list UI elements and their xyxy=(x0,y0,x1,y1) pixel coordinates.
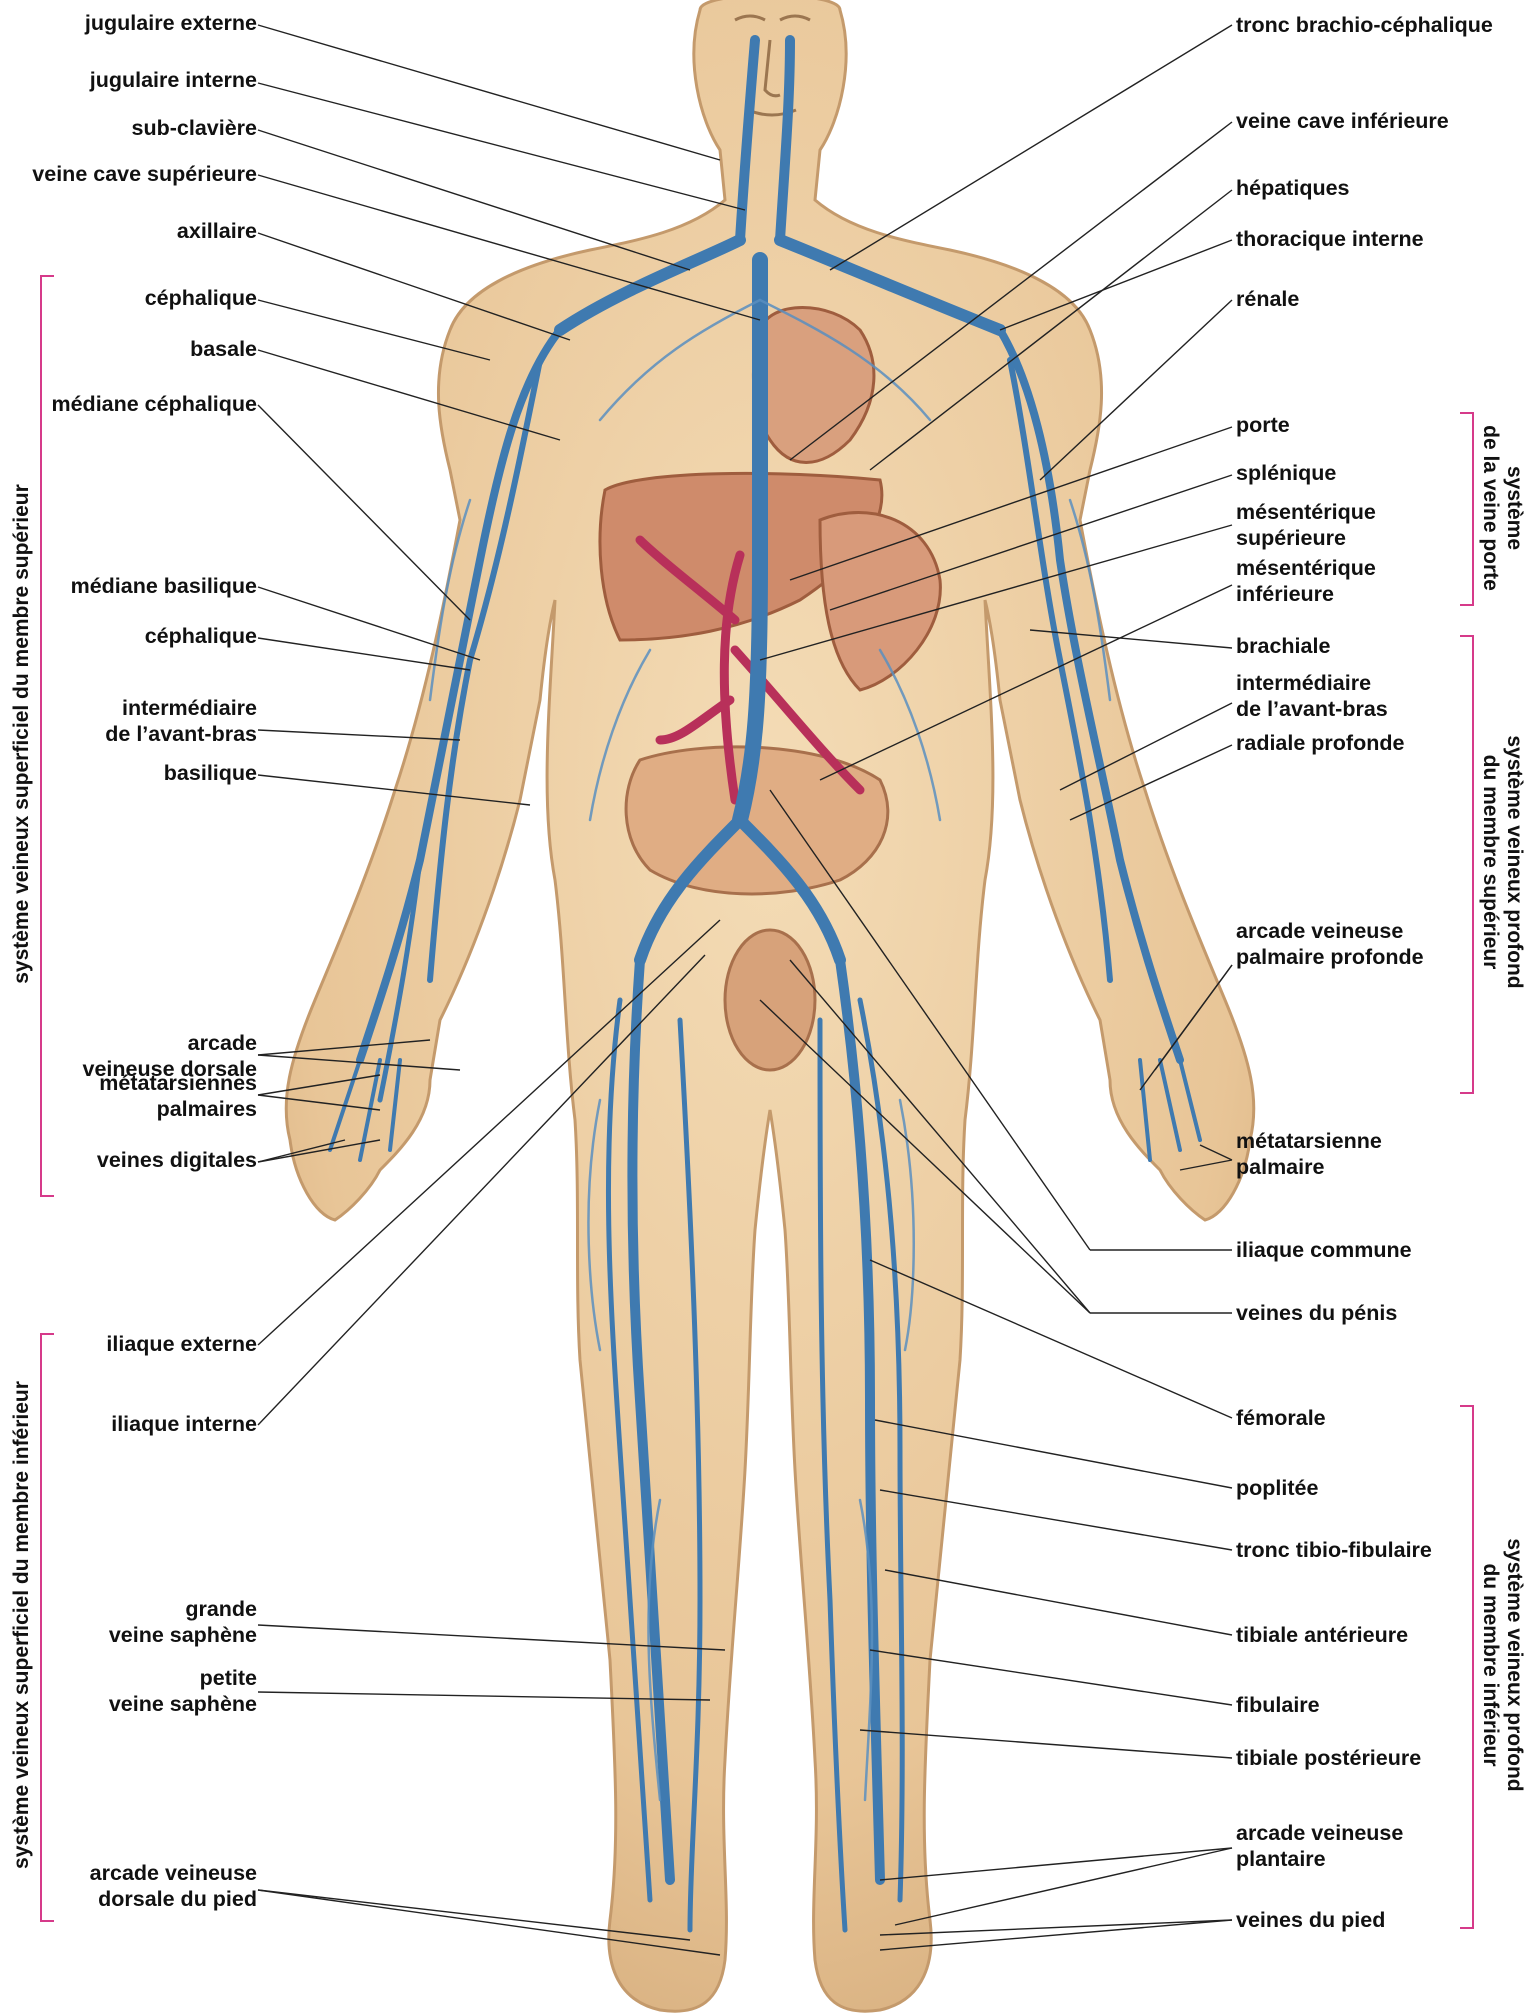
group-profond-superieur: système veineux profond du membre supéri… xyxy=(1478,735,1526,988)
group-veine-porte: système de la veine porte xyxy=(1478,425,1526,591)
label-renale: rénale xyxy=(1236,286,1299,312)
label-basale: basale xyxy=(190,336,257,362)
label-intermediaire-avant-bras-right: intermédiaire de l’avant-bras xyxy=(1236,670,1388,722)
bracket-profond-inferieur xyxy=(1460,1405,1474,1929)
bracket-superficiel-inferieur xyxy=(40,1333,54,1922)
label-radiale-profonde: radiale profonde xyxy=(1236,730,1404,756)
group-superficiel-inferieur: système veineux superficiel du membre in… xyxy=(10,1381,34,1869)
label-intermediaire-avant-bras-left: intermédiaire de l’avant-bras xyxy=(105,695,257,747)
label-veines-du-pied: veines du pied xyxy=(1236,1907,1385,1933)
label-tibiale-posterieure: tibiale postérieure xyxy=(1236,1745,1421,1771)
label-veine-cave-superieure: veine cave supérieure xyxy=(32,161,257,187)
label-hepatiques: hépatiques xyxy=(1236,175,1350,201)
label-petite-veine-saphene: petite veine saphène xyxy=(109,1665,257,1717)
label-mediane-cephalique: médiane céphalique xyxy=(51,391,257,417)
genitals xyxy=(725,930,815,1070)
label-mesenterique-inferieure: mésentérique inférieure xyxy=(1236,555,1376,607)
label-thoracique-interne: thoracique interne xyxy=(1236,226,1424,252)
label-sub-claviere: sub-clavière xyxy=(132,115,257,141)
bracket-profond-superieur xyxy=(1460,635,1474,1094)
label-veines-digitales: veines digitales xyxy=(97,1147,257,1173)
label-femorale: fémorale xyxy=(1236,1405,1326,1431)
label-metatarsienne-palmaire: métatarsienne palmaire xyxy=(1236,1128,1382,1180)
label-veines-du-penis: veines du pénis xyxy=(1236,1300,1397,1326)
group-superficiel-superieur: système veineux superficiel du membre su… xyxy=(10,484,34,984)
group-profond-inferieur: système veineux profond du membre inféri… xyxy=(1478,1538,1526,1791)
label-jugulaire-externe: jugulaire externe xyxy=(85,10,257,36)
label-tibiale-anterieure: tibiale antérieure xyxy=(1236,1622,1408,1648)
label-axillaire: axillaire xyxy=(177,218,257,244)
label-cephalique-1: céphalique xyxy=(145,285,257,311)
label-iliaque-interne: iliaque interne xyxy=(111,1411,257,1437)
label-jugulaire-interne: jugulaire interne xyxy=(90,67,257,93)
label-splenique: splénique xyxy=(1236,460,1336,486)
bracket-veine-porte xyxy=(1460,412,1474,606)
label-porte: porte xyxy=(1236,412,1290,438)
bracket-superficiel-superieur xyxy=(40,275,54,1197)
label-mediane-basilique: médiane basilique xyxy=(71,573,257,599)
label-mesenterique-superieure: mésentérique supérieure xyxy=(1236,499,1376,551)
label-iliaque-commune: iliaque commune xyxy=(1236,1237,1412,1263)
label-arcade-veineuse-plantaire: arcade veineuse plantaire xyxy=(1236,1820,1403,1872)
label-arcade-veineuse-dorsale-pied: arcade veineuse dorsale du pied xyxy=(90,1860,257,1912)
label-cephalique-2: céphalique xyxy=(145,623,257,649)
label-tronc-tibio-fibulaire: tronc tibio-fibulaire xyxy=(1236,1537,1432,1563)
label-grande-veine-saphene: grande veine saphène xyxy=(109,1596,257,1648)
label-poplitee: poplitée xyxy=(1236,1475,1318,1501)
label-veine-cave-inferieure: veine cave inférieure xyxy=(1236,108,1449,134)
label-arcade-veineuse-palmaire-profonde: arcade veineuse palmaire profonde xyxy=(1236,918,1424,970)
label-metatarsiennes-palmaires: métatarsiennes palmaires xyxy=(99,1070,257,1122)
label-basilique: basilique xyxy=(164,760,257,786)
label-tronc-brachio-cephalique: tronc brachio-céphalique xyxy=(1236,12,1493,38)
label-brachiale: brachiale xyxy=(1236,633,1330,659)
label-fibulaire: fibulaire xyxy=(1236,1692,1320,1718)
label-iliaque-externe: iliaque externe xyxy=(106,1331,257,1357)
